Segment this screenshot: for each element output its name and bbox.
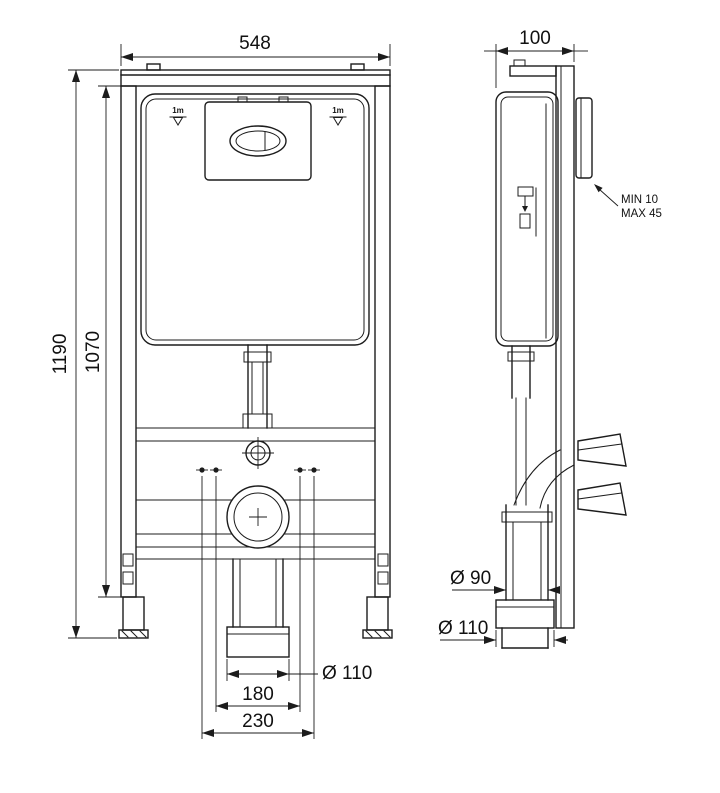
bracket-upper	[577, 433, 627, 467]
flush-plate-side	[575, 97, 593, 179]
frame-right-rail	[374, 85, 391, 598]
dim-230	[201, 476, 315, 739]
dim-1070	[98, 85, 121, 598]
outlet-side	[495, 599, 555, 649]
leader-min-max	[594, 184, 619, 207]
dim-230-label: 230	[242, 711, 274, 732]
dim-100-label: 100	[519, 28, 551, 49]
flush-plate	[204, 96, 312, 181]
dim-1070-label: 1070	[83, 331, 104, 373]
foot-right	[362, 596, 393, 639]
dimensions-front: 548 1190 1070 Ø 110 180	[50, 33, 391, 739]
dim-180-label: 180	[242, 684, 274, 705]
frame-top-bar	[120, 63, 391, 87]
water-level-mark-left: 1m	[169, 106, 187, 126]
dim-dia110-front-label: Ø 110	[322, 663, 372, 684]
bracket-lower	[577, 482, 627, 516]
dim-548	[120, 44, 391, 66]
dim-1190-label: 1190	[50, 334, 71, 375]
bolt-markers	[196, 467, 320, 473]
flush-pipe	[242, 344, 273, 429]
cistern-clip-detail	[517, 186, 537, 237]
dim-dia90-label: Ø 90	[450, 568, 491, 589]
foot-left	[118, 596, 149, 639]
dimensions-side: 100 Ø 90 Ø 110	[438, 28, 588, 647]
dim-dia110-front	[226, 659, 318, 681]
plate-note-min-label: MIN 10	[621, 194, 658, 206]
elbow-curves	[513, 449, 575, 509]
side-view: MIN 10 MAX 45	[495, 59, 662, 649]
plate-note-max-label: MAX 45	[621, 208, 662, 220]
dim-180	[215, 476, 301, 712]
dim-548-label: 548	[239, 33, 271, 54]
fixing-circle	[242, 437, 274, 469]
rail-adjustment-slots	[122, 553, 389, 585]
level-mark-right-label: 1m	[332, 106, 344, 115]
outlet-circle	[226, 485, 290, 549]
dim-dia110-side	[440, 630, 568, 647]
side-top-rail	[509, 59, 557, 77]
trap-pipe	[501, 504, 553, 601]
cistern	[140, 93, 370, 346]
flush-button-oval	[229, 125, 287, 157]
water-level-mark-right: 1m	[329, 106, 347, 126]
cistern-side	[495, 91, 559, 347]
level-mark-left-label: 1m	[172, 106, 184, 115]
dim-dia110-side-label: Ø 110	[438, 618, 488, 639]
front-view: 1m 1m	[118, 63, 393, 658]
wall-plate	[555, 65, 575, 629]
bottom-pipe	[226, 558, 290, 658]
flush-pipe-side	[507, 345, 535, 506]
frame-left-rail	[120, 85, 137, 598]
dim-100	[484, 44, 588, 88]
dim-1190	[68, 69, 119, 639]
